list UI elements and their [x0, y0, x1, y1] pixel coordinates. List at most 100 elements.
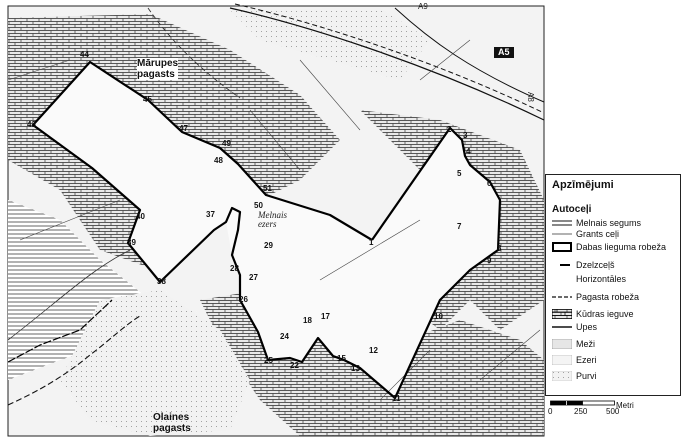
- place-line: Olaines: [153, 412, 190, 423]
- point-label: 2: [447, 125, 452, 134]
- legend-item-contours: Horizontāles: [552, 273, 680, 287]
- place-line: Mārupes: [137, 58, 179, 69]
- point-label: 25: [264, 356, 273, 365]
- legend-label: Meži: [576, 339, 596, 349]
- scale-tick-500: 500: [606, 407, 620, 416]
- lake-swatch: [552, 355, 572, 365]
- legend-item-paved: Melnais segums: [552, 217, 680, 231]
- legend-item-rivers: Upes: [552, 321, 680, 335]
- legend-item-gravel: Grants ceļi: [552, 228, 680, 242]
- legend-item-peat: Kūdras ieguve: [552, 308, 680, 322]
- parish-border-swatch: [552, 296, 572, 298]
- forest-area: [60, 290, 250, 436]
- place-line: pagasts: [153, 423, 191, 434]
- forest-swatch: [552, 339, 572, 349]
- point-label: 49: [222, 139, 231, 148]
- scale-unit: Metri: [616, 401, 634, 410]
- place-marupes-pagasts: Mārupes pagasts: [137, 58, 179, 80]
- legend-item-bogs: Purvi: [552, 370, 680, 384]
- reserve-boundary: [31, 60, 502, 400]
- parish-border-south: [7, 315, 141, 406]
- point-label: 15: [337, 354, 346, 363]
- paved-road-swatch: [552, 220, 572, 226]
- point-label: 26: [239, 295, 248, 304]
- place-olaines-pagasts: Olaines pagasts: [153, 412, 191, 434]
- legend-label: Grants ceļi: [576, 229, 620, 239]
- road-a8: [394, 7, 545, 103]
- road-a5-a9: [229, 7, 545, 121]
- point-label: 8: [497, 244, 502, 253]
- point-label: 48: [214, 156, 223, 165]
- point-label: 43: [27, 120, 36, 129]
- legend-label: Purvi: [576, 371, 597, 381]
- legend-label: Upes: [576, 322, 598, 332]
- legend-label: Pagasta robeža: [576, 292, 640, 302]
- scale-tick-250: 250: [574, 407, 588, 416]
- point-label: 24: [280, 332, 289, 341]
- railway: [7, 299, 113, 363]
- point-label: 6: [487, 179, 492, 188]
- point-label: 1: [369, 238, 374, 247]
- point-label: 3: [463, 131, 468, 140]
- legend-label: Melnais segums: [576, 218, 642, 228]
- point-label: 22: [290, 361, 299, 370]
- point-label: 44: [80, 50, 89, 59]
- legend-label: Dabas lieguma robeža: [576, 242, 667, 252]
- point-label: 13: [351, 364, 360, 373]
- point-label: 9: [487, 256, 492, 265]
- place-line: pagasts: [137, 69, 175, 80]
- legend-label: Kūdras ieguve: [576, 309, 634, 319]
- legend-section-title: Autoceļi: [552, 204, 592, 215]
- legend-item-forest: Meži: [552, 338, 680, 352]
- gravel-road-swatch: [552, 233, 572, 235]
- point-label: 5: [457, 169, 462, 178]
- legend-item-rail: Dzelzceļš: [552, 259, 680, 273]
- forest-area-ne: [230, 8, 430, 80]
- point-label: 45: [143, 95, 152, 104]
- scale-bar: 0 250 500 Metri: [548, 398, 678, 438]
- legend-item-lakes: Ezeri: [552, 354, 680, 368]
- gravel-road: [7, 249, 131, 341]
- road-label-a5: A5: [494, 47, 514, 58]
- boundary-swatch: [552, 242, 572, 252]
- river-swatch: [552, 326, 572, 328]
- legend-item-boundary: Dabas lieguma robeža: [552, 241, 680, 255]
- road-label-a9: A9: [418, 2, 428, 11]
- point-label: 29: [264, 241, 273, 250]
- point-label: 10: [434, 312, 443, 321]
- legend-title: Apzīmējumi: [552, 179, 614, 191]
- bog-swatch: [552, 371, 572, 381]
- peat-swatch: [552, 309, 572, 319]
- point-label: 51: [263, 184, 272, 193]
- point-label: 12: [369, 346, 378, 355]
- road-a5-a9-edge: [234, 3, 545, 114]
- road-label-a8: A8: [526, 92, 535, 102]
- point-label: 17: [321, 312, 330, 321]
- legend-label: Horizontāles: [576, 274, 627, 284]
- lake-line: Melnais: [258, 210, 287, 220]
- point-label: 40: [136, 212, 145, 221]
- point-label: 50: [254, 201, 263, 210]
- point-label: 28: [230, 264, 239, 273]
- parish-border-north: [147, 7, 241, 99]
- point-label: 39: [127, 238, 136, 247]
- lake-line: ezers: [258, 219, 277, 229]
- scale-tick-0: 0: [548, 407, 553, 416]
- point-label: 4: [466, 147, 471, 156]
- scale-bar-graphic: [550, 400, 615, 406]
- legend-label: Dzelzceļš: [576, 260, 615, 270]
- point-label: 11: [392, 394, 401, 403]
- point-label: 47: [179, 124, 188, 133]
- railway-swatch: [560, 264, 570, 266]
- point-label: 18: [303, 316, 312, 325]
- point-label: 38: [157, 277, 166, 286]
- reserve-area: [33, 62, 500, 398]
- legend-item-parish: Pagasta robeža: [552, 291, 680, 305]
- point-label: 27: [249, 273, 258, 282]
- map-legend: Apzīmējumi Autoceļi Melnais segums Grant…: [545, 174, 681, 396]
- legend-label: Ezeri: [576, 355, 597, 365]
- point-label: 37: [206, 210, 215, 219]
- point-label: 7: [457, 222, 462, 231]
